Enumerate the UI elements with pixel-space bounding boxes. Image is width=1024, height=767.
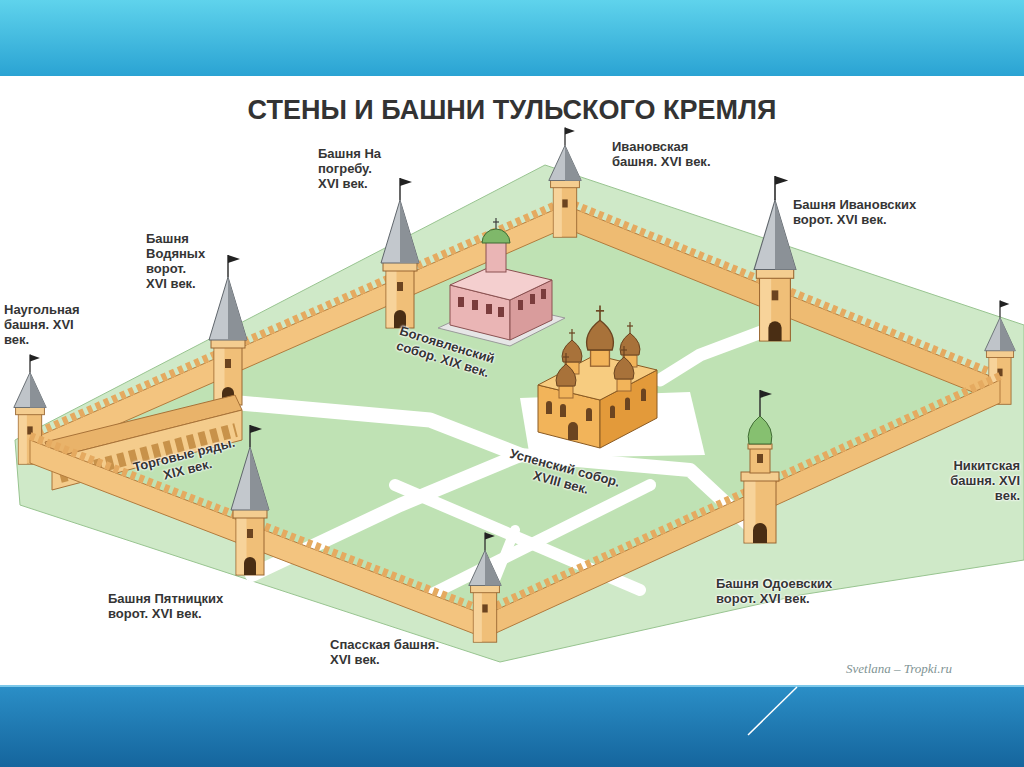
- odoevskie-gate-tower: [741, 390, 779, 543]
- courtyard: [30, 215, 1000, 625]
- uspensky-cathedral: [538, 305, 657, 448]
- ivanovskaya-tower: [549, 127, 581, 237]
- bogoyavlensky-cathedral-part-part: [530, 294, 535, 304]
- bogoyavlensky-cathedral-part-part: [458, 297, 464, 307]
- top-band: [0, 0, 1024, 76]
- uspensky-cathedral-part-part: [560, 404, 566, 417]
- tower-label: Ивановская башня. XVI век.: [612, 139, 722, 169]
- ivanovskie-gate-tower: [754, 176, 796, 341]
- diagram-title: СТЕНЫ И БАШНИ ТУЛЬСКОГО КРЕМЛЯ: [0, 95, 1024, 126]
- uspensky-cathedral-part: [614, 346, 634, 391]
- front-walls-part: [485, 376, 1000, 611]
- bogoyavlensky-cathedral-part-part: [486, 304, 492, 314]
- odoevskie-gate-tower-part: [753, 523, 767, 543]
- front-walls: [30, 376, 1000, 638]
- bogoyavlensky-cathedral-part: [493, 221, 499, 222]
- odoevskie-gate-tower-part: [748, 444, 772, 449]
- band-edge: [0, 685, 1024, 687]
- ground: [15, 165, 1024, 662]
- footpaths-part: [660, 328, 772, 380]
- uspensky-cathedral-part: [587, 305, 614, 366]
- bogoyavlensky-cathedral-part: [482, 229, 510, 243]
- footpaths-part: [420, 485, 650, 600]
- uspensky-cathedral-part-part: [586, 408, 592, 421]
- tower-label: Никитская башня. XVI век.: [942, 458, 1020, 503]
- back-walls-part: [30, 205, 565, 463]
- uspensky-cathedral-part: [556, 353, 576, 398]
- front-walls-part: [485, 380, 1000, 638]
- vodyanye-gate-tower: [209, 255, 247, 405]
- tower-label: Башня Пятницких ворот. XVI век.: [108, 591, 234, 621]
- uspensky-cathedral-part-part: [568, 422, 578, 440]
- odoevskie-gate-tower-part: [744, 478, 776, 543]
- pyatnitskie-gate-tower: [231, 425, 269, 575]
- bogoyavlensky-cathedral-part: [486, 242, 506, 272]
- bogoyavlensky-cathedral-part: [495, 218, 496, 229]
- odoevskie-gate-tower-part: [760, 390, 772, 398]
- odoevskie-gate-tower-part: [757, 454, 763, 463]
- tower-label: Башня Ивановских ворот. XVI век.: [793, 197, 923, 227]
- tower-label: Башня Водяных ворот. XVI век.: [146, 231, 210, 291]
- tower-label: Спасская башня. XVI век.: [330, 637, 442, 667]
- bogoyavlensky-cathedral: [438, 218, 565, 346]
- bogoyavlensky-cathedral-part-part: [472, 300, 478, 310]
- uspensky-cathedral-part-part: [641, 389, 646, 401]
- decor-line: [748, 687, 797, 735]
- spasskaya-tower: [469, 532, 501, 642]
- odoevskie-gate-tower-part: [748, 416, 772, 444]
- bottom-band: [0, 685, 1024, 767]
- uspensky-cathedral-part-part: [546, 401, 552, 414]
- tower-label: Башня Одоевских ворот. XVI век.: [716, 576, 842, 606]
- bogoyavlensky-cathedral-part-part: [498, 307, 504, 317]
- uspensky-cathedral-part-part: [625, 398, 630, 411]
- odoevskie-gate-tower-part: [750, 448, 770, 473]
- footpaths-part: [228, 402, 520, 455]
- back-walls-part: [30, 201, 565, 436]
- bogoyavlensky-cathedral-part: [458, 289, 546, 317]
- bogoyavlensky-cathedral-part-part: [518, 300, 523, 310]
- watermark: Svetlana – Tropki.ru: [846, 661, 1018, 676]
- tower-label: Башня На погребу. XVI век.: [318, 146, 392, 191]
- tower-label: Наугольная башня. XVI век.: [4, 302, 84, 347]
- back-walls: [30, 201, 1000, 463]
- na-pogrebu-tower: [381, 178, 419, 328]
- uspensky-cathedral-part-part: [610, 406, 615, 419]
- bogoyavlensky-cathedral-part-part: [541, 289, 546, 299]
